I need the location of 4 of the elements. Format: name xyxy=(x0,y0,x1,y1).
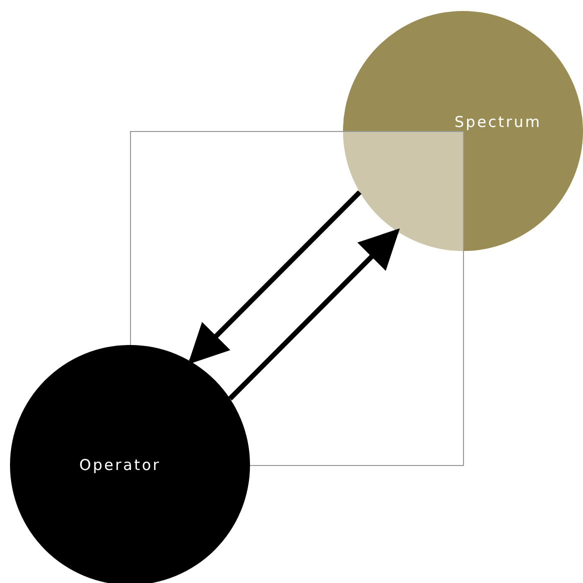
arrow xyxy=(228,228,400,400)
node-label: Operator xyxy=(79,454,162,476)
arrow xyxy=(188,190,362,364)
node-label: Spectrum xyxy=(453,112,542,133)
